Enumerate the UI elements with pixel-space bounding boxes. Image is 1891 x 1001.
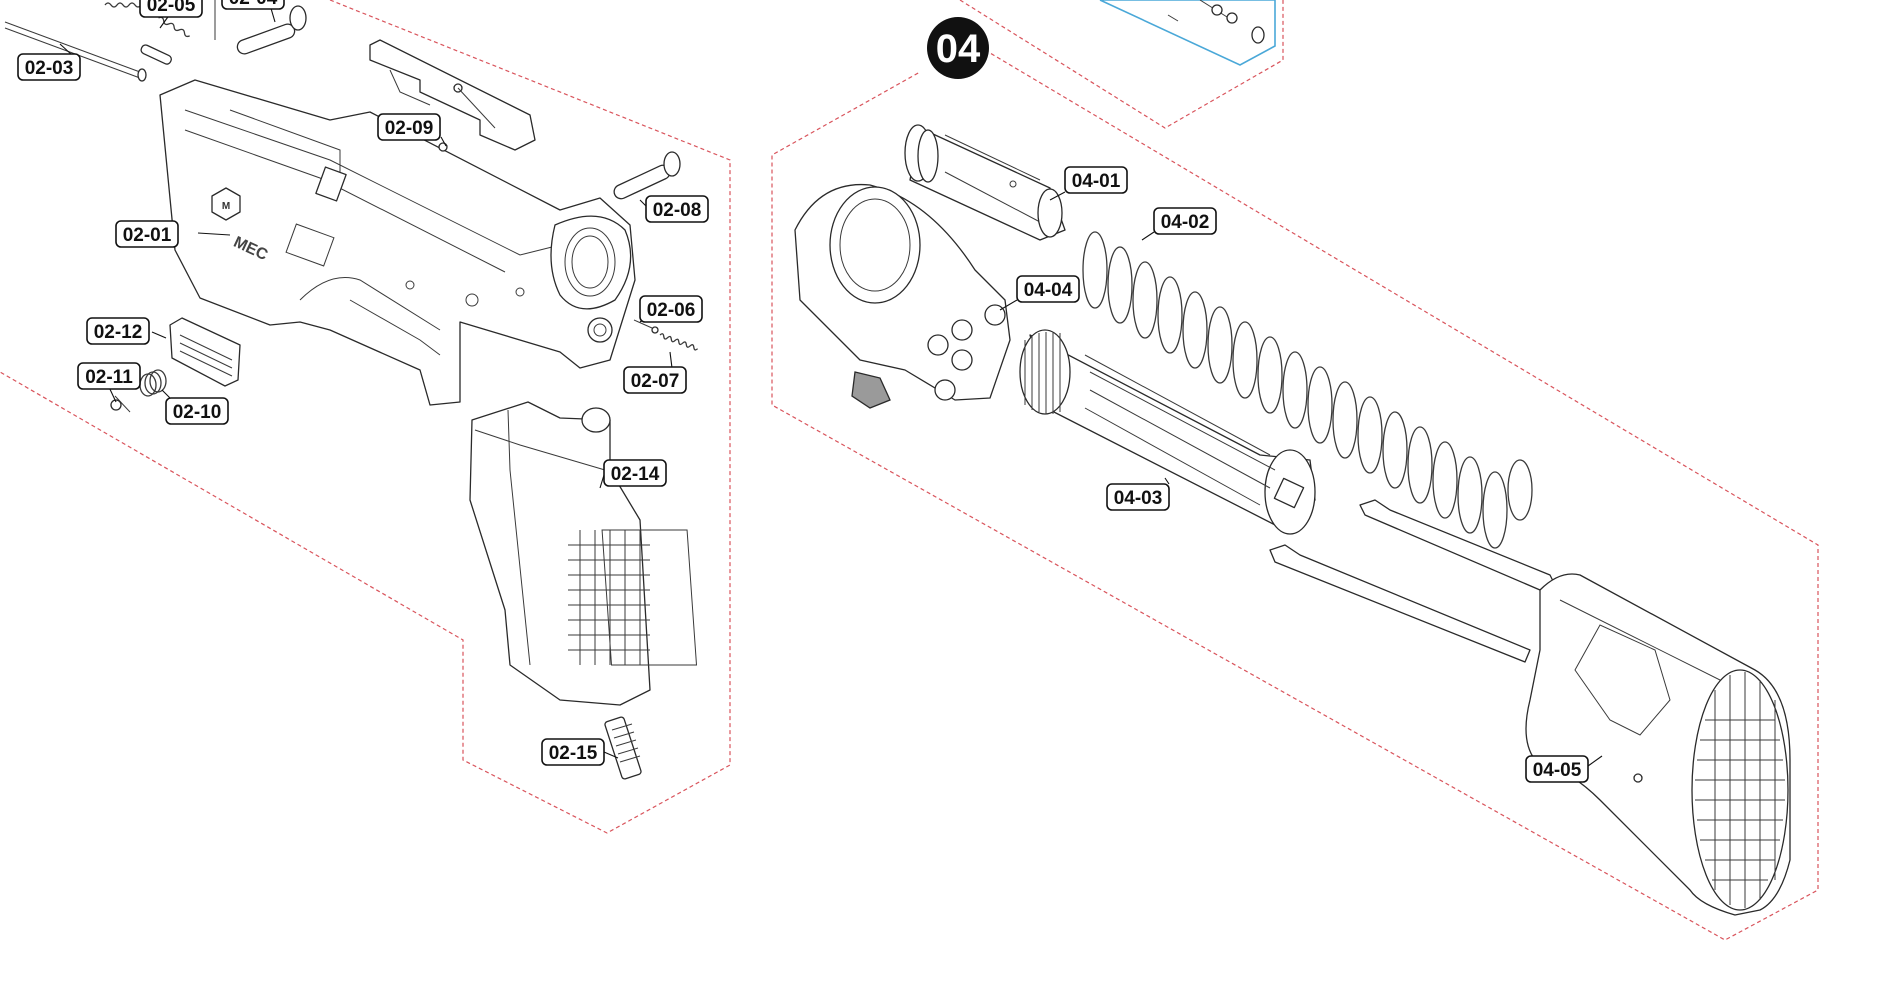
callout-02-15-label: 02-15	[549, 743, 598, 764]
callout-02-04: 02-04	[221, 0, 285, 10]
callout-04-05-label: 04-05	[1533, 760, 1582, 781]
part-04-05-stock	[1269, 499, 1791, 916]
section-04-border	[771, 49, 1819, 941]
callout-04-05: 04-05	[1525, 755, 1589, 783]
callout-04-04-label: 04-04	[1024, 280, 1073, 301]
callout-02-11-label: 02-11	[85, 367, 133, 388]
callout-04-03-label: 04-03	[1114, 488, 1163, 509]
section-03-fragment	[1167, 0, 1265, 44]
callout-02-01-label: 02-01	[123, 225, 172, 246]
callout-02-08: 02-08	[645, 195, 709, 223]
callout-04-02-label: 04-02	[1161, 212, 1210, 233]
callout-02-14: 02-14	[603, 459, 667, 487]
part-02-09	[369, 39, 536, 152]
part-04-01-buffer	[904, 124, 1066, 241]
section-02-parts: M MEC	[4, 0, 699, 780]
callout-02-07-label: 02-07	[631, 371, 680, 392]
callout-02-06-label: 02-06	[647, 300, 696, 321]
part-02-12	[169, 317, 241, 387]
section-02-border	[0, 0, 731, 834]
callout-02-12: 02-12	[86, 317, 150, 345]
callout-04-01-label: 04-01	[1072, 171, 1121, 192]
callout-02-05-label: 02-05	[147, 0, 196, 16]
section-borders	[0, 0, 1819, 941]
part-02-11	[110, 395, 131, 413]
section-badge-04: 04	[927, 17, 989, 79]
part-02-14-pistol-grip	[469, 401, 698, 706]
callout-02-14-label: 02-14	[611, 464, 660, 485]
part-02-04	[214, 0, 307, 55]
section-03-border-blue	[1099, 0, 1276, 66]
part-02-03	[4, 21, 147, 82]
part-04-04-end-plate	[794, 183, 1011, 409]
mec-logo: M MEC	[211, 187, 271, 264]
part-02-01-lower-receiver: M MEC	[159, 79, 636, 406]
callout-02-05: 02-05	[139, 0, 203, 18]
callout-02-08-label: 02-08	[653, 200, 702, 221]
part-02-15	[604, 716, 642, 780]
callout-02-15: 02-15	[541, 738, 605, 766]
callout-04-01: 04-01	[1064, 166, 1128, 194]
section-badge-04-label: 04	[936, 27, 981, 71]
callout-02-09: 02-09	[377, 113, 441, 141]
callout-02-01: 02-01	[115, 220, 179, 248]
callout-02-11: 02-11	[77, 362, 141, 390]
callout-02-06: 02-06	[639, 295, 703, 323]
part-02-08	[613, 151, 681, 200]
callout-02-10-label: 02-10	[173, 402, 222, 423]
callout-02-07: 02-07	[623, 366, 687, 394]
mec-logo-mark: M	[222, 201, 230, 212]
part-02-10	[139, 369, 167, 397]
section-04-parts	[794, 124, 1791, 916]
callout-04-03: 04-03	[1106, 483, 1170, 511]
callout-04-02: 04-02	[1153, 207, 1217, 235]
callout-02-04-label: 02-04	[229, 0, 278, 9]
callout-04-04: 04-04	[1016, 275, 1080, 303]
part-04-02-spring	[1082, 231, 1533, 549]
callout-02-10: 02-10	[165, 397, 229, 425]
callout-labels: 02-01 02-03 02-05 02-04 02-09 02-08 02-0…	[17, 0, 1589, 783]
part-02-06-02-07	[633, 319, 699, 351]
callout-02-03-label: 02-03	[25, 58, 74, 79]
part-04-03-buffer-tube	[1019, 329, 1316, 535]
callout-02-09-label: 02-09	[385, 118, 434, 139]
section-03-border-red	[959, 0, 1284, 129]
callout-02-12-label: 02-12	[94, 322, 143, 343]
callout-02-03: 02-03	[17, 53, 81, 81]
